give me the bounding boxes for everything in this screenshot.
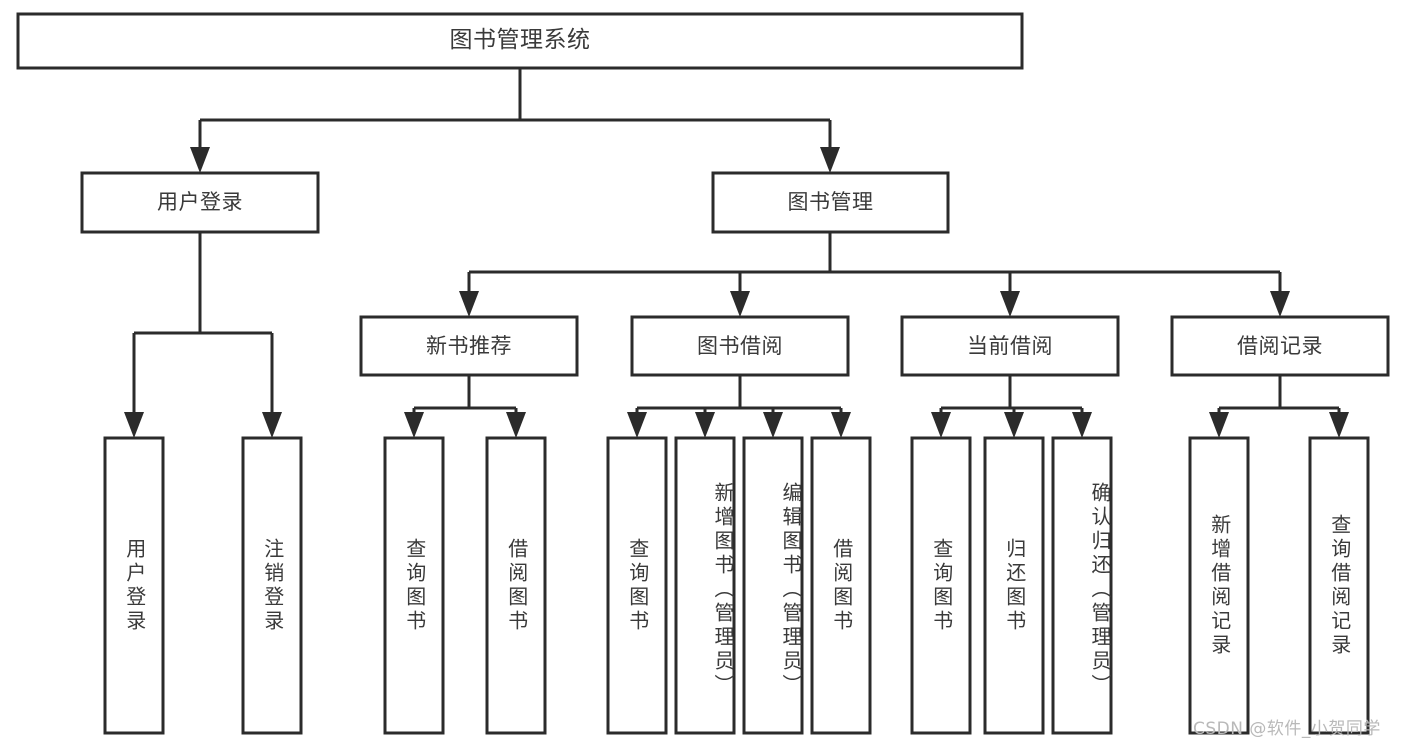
connector-currentborrow-to-leaves bbox=[931, 375, 1092, 438]
arrow-head-icon bbox=[459, 291, 479, 317]
node-box-leaf-confirm-return[interactable] bbox=[1051, 436, 1113, 735]
node-box-leaf-query-record[interactable] bbox=[1308, 436, 1370, 735]
arrow-head-icon bbox=[404, 412, 424, 438]
node-box-current-borrow[interactable] bbox=[900, 315, 1120, 377]
arrow-head-icon bbox=[1000, 291, 1020, 317]
arrow-head-icon bbox=[124, 412, 144, 438]
connector-bookborrow-to-leaves bbox=[627, 375, 851, 438]
arrow-head-icon bbox=[695, 412, 715, 438]
node-box-user-login[interactable] bbox=[80, 171, 320, 234]
arrow-head-icon bbox=[262, 412, 282, 438]
node-box-borrow-record[interactable] bbox=[1170, 315, 1390, 377]
node-box-leaf-query-book-3[interactable] bbox=[910, 436, 972, 735]
arrow-head-icon bbox=[506, 412, 526, 438]
node-box-leaf-query-book-1[interactable] bbox=[383, 436, 445, 735]
connector-borrowrecord-to-leaves bbox=[1209, 375, 1349, 438]
node-box-root[interactable] bbox=[16, 12, 1024, 70]
arrow-head-icon bbox=[1004, 412, 1024, 438]
arrow-head-icon bbox=[730, 291, 750, 317]
node-box-book-manage[interactable] bbox=[711, 171, 950, 234]
arrow-head-icon bbox=[1072, 412, 1092, 438]
node-box-book-borrow[interactable] bbox=[630, 315, 850, 377]
arrow-head-icon bbox=[627, 412, 647, 438]
arrow-head-icon bbox=[1270, 291, 1290, 317]
watermark-text: CSDN @软件_小贺同学 bbox=[1193, 719, 1381, 739]
node-box-leaf-edit-book[interactable] bbox=[742, 436, 804, 735]
node-box-leaf-return-book[interactable] bbox=[983, 436, 1045, 735]
arrow-head-icon bbox=[190, 147, 210, 173]
arrow-head-icon bbox=[1329, 412, 1349, 438]
node-box-leaf-add-book[interactable] bbox=[674, 436, 736, 735]
arrow-head-icon bbox=[931, 412, 951, 438]
node-box-leaf-logout[interactable] bbox=[241, 436, 303, 735]
arrow-head-icon bbox=[831, 412, 851, 438]
connector-bookmanage-to-level3 bbox=[459, 232, 1290, 317]
arrow-head-icon bbox=[820, 147, 840, 173]
node-box-leaf-user-login[interactable] bbox=[103, 436, 165, 735]
node-box-leaf-add-record[interactable] bbox=[1188, 436, 1250, 735]
node-box-new-book-recommend[interactable] bbox=[359, 315, 579, 377]
node-box-leaf-borrow-book-1[interactable] bbox=[485, 436, 547, 735]
node-box-leaf-borrow-book-2[interactable] bbox=[810, 436, 872, 735]
connector-root-to-level2 bbox=[190, 68, 840, 173]
arrow-head-icon bbox=[763, 412, 783, 438]
connector-userlogin-to-leaves bbox=[124, 232, 282, 438]
node-box-leaf-query-book-2[interactable] bbox=[606, 436, 668, 735]
arrow-head-icon bbox=[1209, 412, 1229, 438]
connector-newbook-to-leaves bbox=[404, 375, 526, 438]
